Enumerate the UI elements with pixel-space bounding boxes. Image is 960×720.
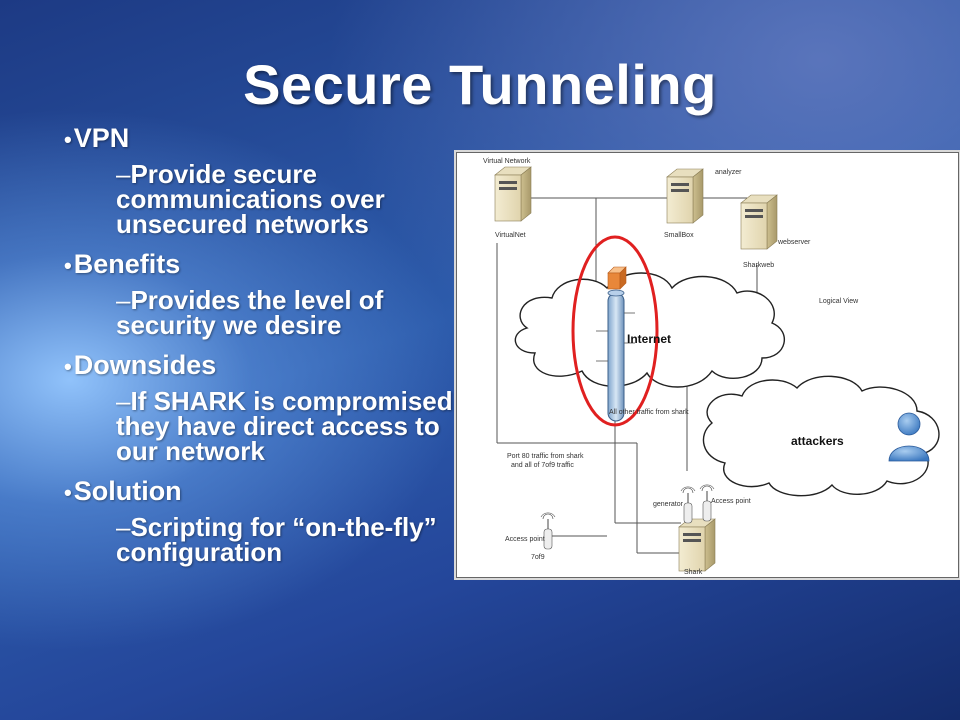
network-diagram: Virtual Network VirtualNet SmallBox anal… — [456, 152, 959, 578]
access-point-right-label: Access point — [711, 498, 751, 505]
firewall-icon — [607, 266, 627, 290]
access-point-generator-icon — [680, 486, 696, 524]
server-shark — [678, 518, 716, 572]
virtual-network-label: Virtual Network — [483, 158, 531, 165]
shark-label: Shark — [684, 569, 703, 576]
logical-view-label: Logical View — [819, 298, 859, 305]
sharkweb-label: Sharkweb — [743, 262, 774, 269]
server-virtualnet — [494, 166, 532, 222]
analyzer-label: analyzer — [715, 169, 742, 176]
bullet-label: Downsides — [73, 350, 217, 380]
sub-bullet-text: If SHARK is compromised, they have direc… — [116, 386, 460, 466]
bullet-label: VPN — [73, 123, 130, 153]
sub-bullet-solution: –Scripting for “on-the-fly” configuratio… — [116, 512, 437, 567]
bullet-vpn: •VPN — [64, 123, 130, 153]
all-other-traffic-label: All other traffic from shark — [609, 409, 689, 416]
bullet-list: •VPN –Provide secure communications over… — [64, 124, 464, 578]
webserver-label: webserver — [777, 239, 811, 246]
bullet-benefits: •Benefits — [64, 249, 181, 279]
page-title: Secure Tunneling — [243, 53, 717, 116]
sub-bullet-text: Provides the level of security we desire — [116, 285, 384, 340]
bullet-solution: •Solution — [64, 476, 182, 506]
sub-bullet-vpn: –Provide secure communications over unse… — [116, 159, 385, 239]
attackers-label: attackers — [791, 434, 844, 448]
network-diagram-svg: Virtual Network VirtualNet SmallBox anal… — [483, 158, 940, 576]
vpn-tunnel-icon — [596, 289, 635, 422]
smallbox-label: SmallBox — [664, 232, 694, 239]
sub-bullet-downsides: –If SHARK is compromised, they have dire… — [116, 386, 460, 466]
7of9-label: 7of9 — [531, 554, 545, 561]
server-smallbox — [666, 168, 704, 224]
port80-label-line1: Port 80 traffic from shark — [507, 453, 584, 460]
generator-label: generator — [653, 501, 684, 508]
port80-label-line2: and all of 7of9 traffic — [511, 462, 574, 469]
bullet-downsides: •Downsides — [64, 350, 217, 380]
bullet-label: Solution — [73, 476, 182, 506]
sub-bullet-benefits: –Provides the level of security we desir… — [116, 285, 384, 340]
sub-bullet-text: Scripting for “on-the-fly” configuration — [116, 512, 437, 567]
access-point-right-icon — [699, 484, 715, 522]
bullet-label: Benefits — [73, 249, 181, 279]
access-point-7of9-icon — [540, 512, 556, 550]
tunnel-highlight-circle — [571, 235, 659, 427]
server-sharkweb — [740, 194, 778, 250]
internet-cloud — [514, 272, 785, 388]
attacker-person-icon — [888, 412, 930, 462]
sub-bullet-text: Provide secure communications over unsec… — [116, 159, 385, 239]
internet-label: Internet — [627, 332, 671, 346]
virtualnet-label: VirtualNet — [495, 232, 526, 239]
access-point-left-label: Access point — [505, 536, 545, 543]
